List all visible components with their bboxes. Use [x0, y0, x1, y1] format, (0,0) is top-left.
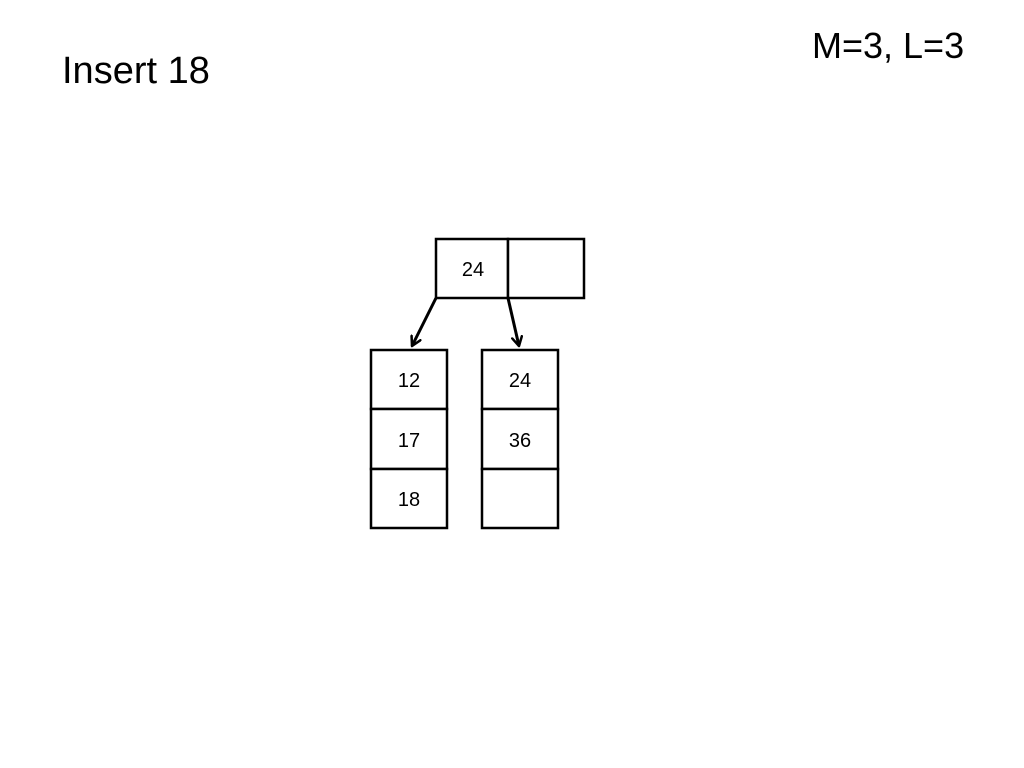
slide-title: Insert 18	[62, 50, 210, 92]
leaf-cell	[480, 467, 560, 530]
root-node: 24	[434, 237, 586, 300]
leaf-value-label: 12	[398, 370, 420, 392]
leaf-cell	[480, 407, 560, 471]
root-key-cell	[506, 237, 586, 300]
tree-parameters: M=3, L=3	[812, 25, 965, 66]
leaf-cell	[369, 348, 449, 411]
leaf-value-label: 24	[509, 370, 531, 392]
leaf-cell	[480, 348, 560, 411]
leaf-node-left: 12 17 18	[369, 348, 449, 530]
leaf-value-label: 18	[398, 489, 420, 511]
child-pointer-arrow	[412, 297, 438, 346]
leaf-node-right: 24 36	[480, 348, 560, 530]
root-key-cell	[434, 237, 510, 300]
leaf-value-label: 17	[398, 430, 420, 452]
root-key-label: 24	[462, 259, 484, 281]
leaf-cell	[369, 467, 449, 530]
leaf-cell	[369, 407, 449, 471]
leaf-value-label: 36	[509, 430, 531, 452]
child-pointer-arrow	[506, 297, 519, 346]
